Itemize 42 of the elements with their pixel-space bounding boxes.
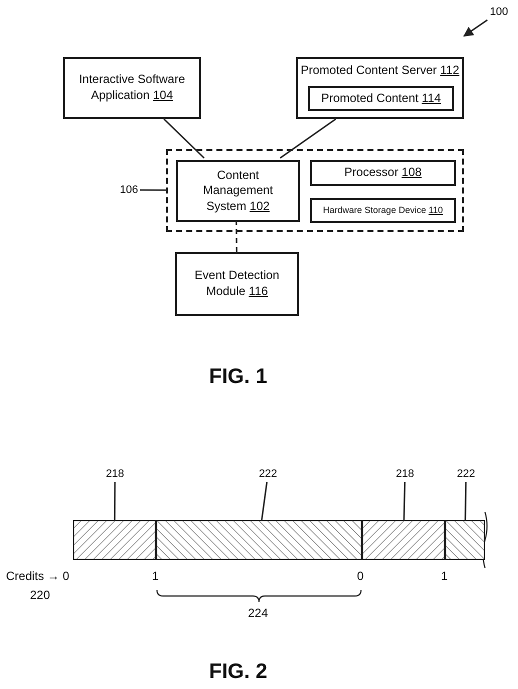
axis-label: 224 [248, 606, 268, 620]
process-box [63, 57, 201, 119]
axis-label: 1 [441, 569, 448, 583]
box-label: Content Management System 102 [202, 168, 274, 214]
reference-number: 222 [453, 466, 479, 482]
reference-number: 218 [392, 466, 418, 482]
hatched-bar-segment [156, 520, 362, 560]
reference-number: 222 [255, 466, 281, 482]
box-label: Promoted Content 114 [321, 90, 441, 106]
reference-number: 100 [486, 4, 512, 20]
figure-label: FIG. 2 [209, 660, 268, 684]
server-box [296, 57, 464, 119]
connector-line [236, 220, 238, 252]
process-box [310, 160, 456, 186]
axis-label: 220 [30, 588, 50, 602]
box-label: Event Detection Module 116 [194, 268, 280, 300]
hatched-bar-segment [73, 520, 156, 560]
box-label: Hardware Storage Device 110 [323, 204, 443, 216]
axis-label: Credits → 0 [6, 569, 70, 583]
process-box [308, 86, 454, 111]
hatched-bar-segment [445, 520, 485, 560]
connector-line [280, 118, 336, 159]
process-box [175, 252, 299, 316]
leader-line [140, 189, 166, 191]
leader-line [114, 482, 116, 520]
reference-number: 106 [118, 182, 140, 198]
leader-line [464, 482, 467, 520]
hatched-bar-segment [362, 520, 445, 560]
reference-number: 218 [102, 466, 128, 482]
connector-line [163, 118, 205, 159]
arrow [463, 19, 488, 37]
box-title: Promoted Content Server 112 [300, 63, 460, 79]
box-label: Processor 108 [344, 165, 422, 181]
axis-label: 1 [152, 569, 159, 583]
axis-label: 0 [357, 569, 364, 583]
dashed-boundary-box [166, 149, 464, 232]
leader-line [260, 482, 268, 520]
box-label: Interactive Software Application 104 [78, 72, 186, 104]
figure-label: FIG. 1 [209, 365, 268, 389]
process-box [310, 198, 456, 223]
process-box [176, 160, 300, 222]
leader-line [403, 482, 406, 520]
